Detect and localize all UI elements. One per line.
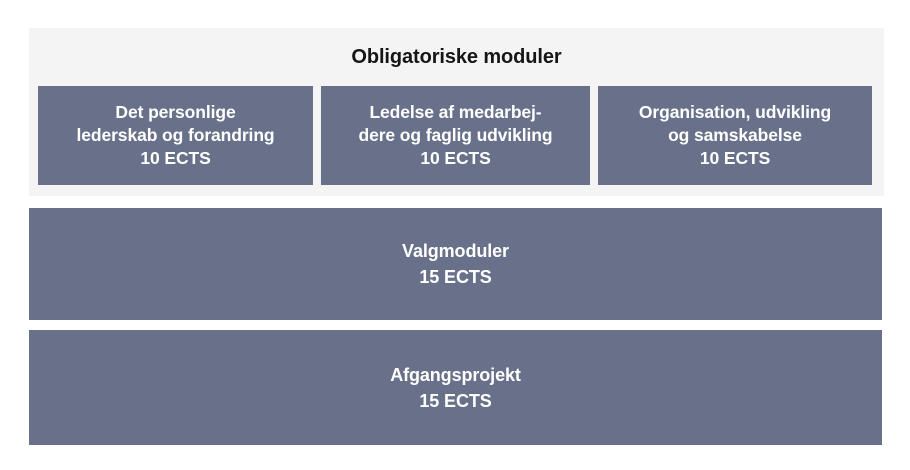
- module-box-text: Valgmoduler 15 ECTS: [29, 238, 882, 290]
- module-box-electives: Valgmoduler 15 ECTS: [29, 208, 882, 320]
- module-box-text: Det personlige lederskab og forandring 1…: [38, 101, 313, 170]
- module-title: Valgmoduler: [402, 241, 509, 261]
- module-box-organisation-development: Organisation, udvikling og samskabelse 1…: [598, 86, 872, 185]
- module-title-line-1: Ledelse af medarbej-: [369, 102, 542, 122]
- module-credits: 15 ECTS: [419, 390, 492, 411]
- module-title-line-1: Det personlige: [115, 102, 236, 122]
- module-title-line-2: og samskabelse: [668, 125, 802, 145]
- module-title-line-1: Organisation, udvikling: [638, 102, 832, 122]
- module-title: Afgangsprojekt: [390, 364, 521, 385]
- module-box-text: Afgangsprojekt 15 ECTS: [29, 362, 882, 414]
- module-credits: 15 ECTS: [419, 267, 492, 287]
- module-credits: 10 ECTS: [699, 148, 771, 168]
- module-title-line-2: lederskab og forandring: [76, 125, 275, 145]
- module-credits: 10 ECTS: [140, 148, 211, 168]
- module-box-employee-management: Ledelse af medarbej- dere og faglig udvi…: [321, 86, 590, 185]
- module-credits: 10 ECTS: [420, 148, 491, 168]
- module-box-text: Ledelse af medarbej- dere og faglig udvi…: [321, 101, 590, 170]
- mandatory-modules-panel: Obligatoriske moduler Det personlige led…: [29, 28, 884, 196]
- module-box-final-project: Afgangsprojekt 15 ECTS: [29, 330, 882, 445]
- module-box-personal-leadership: Det personlige lederskab og forandring 1…: [38, 86, 313, 185]
- module-box-text: Organisation, udvikling og samskabelse 1…: [598, 101, 872, 170]
- module-title-line-2: dere og faglig udvikling: [358, 125, 553, 145]
- mandatory-modules-title: Obligatoriske moduler: [351, 46, 562, 68]
